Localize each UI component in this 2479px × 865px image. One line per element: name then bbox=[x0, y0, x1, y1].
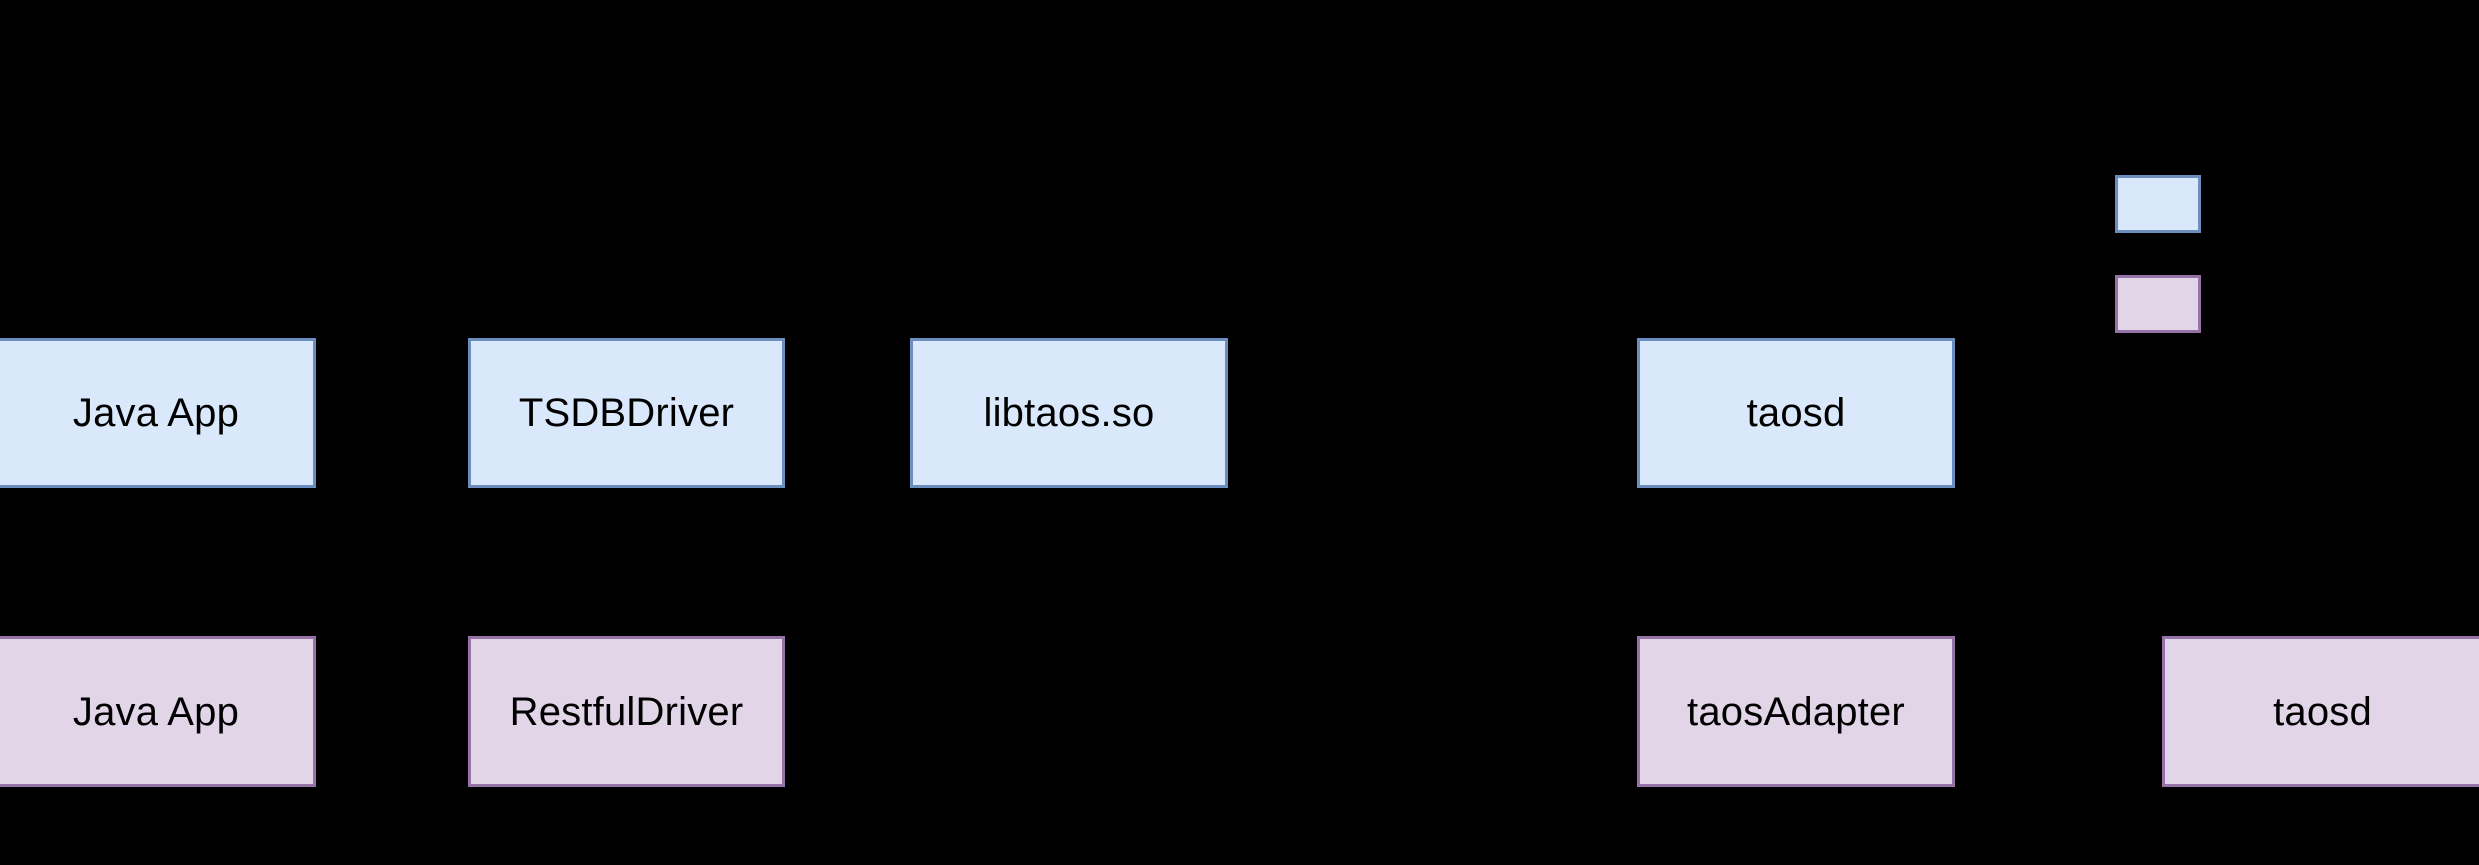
node-label-java-app-rest: Java App bbox=[72, 689, 240, 734]
edge-arrow-java-app-native-in bbox=[316, 406, 328, 420]
node-label-taosd-native: taosd bbox=[1746, 391, 1846, 435]
edge-java-app-native-to-tsdbdriver bbox=[316, 412, 468, 415]
node-tsdbdriver[interactable]: TSDBDriver bbox=[468, 338, 785, 488]
edge-arrow-tsdbdriver-out bbox=[785, 406, 797, 420]
node-java-app-rest[interactable]: Java App bbox=[0, 636, 316, 787]
edge-arrow-restfuldriver-out bbox=[785, 704, 797, 718]
node-label-taosadapter: taosAdapter bbox=[1687, 689, 1905, 734]
node-libtaos-so[interactable]: libtaos.so bbox=[910, 338, 1228, 488]
edge-arrow-tsdbdriver-in bbox=[456, 406, 468, 420]
node-taosadapter[interactable]: taosAdapter bbox=[1637, 636, 1955, 787]
edge-arrow-taosadapter-in bbox=[1625, 704, 1637, 718]
node-taosd-rest[interactable]: taosd bbox=[2162, 636, 2479, 787]
node-label-restfuldriver: RestfulDriver bbox=[509, 689, 744, 734]
edge-arrow-libtaos-so-out bbox=[1228, 406, 1240, 420]
edge-arrow-taosadapter-out bbox=[1955, 704, 1967, 718]
node-java-app-native[interactable]: Java App bbox=[0, 338, 316, 488]
edge-arrow-java-app-rest-in bbox=[316, 704, 328, 718]
node-label-java-app-native: Java App bbox=[72, 391, 240, 435]
node-label-taosd-rest: taosd bbox=[2273, 689, 2372, 734]
edge-arrow-restfuldriver-in bbox=[456, 704, 468, 718]
edge-taosadapter-to-taosd-rest bbox=[1955, 710, 2162, 713]
legend-swatch-rest bbox=[2115, 275, 2201, 333]
node-taosd-native[interactable]: taosd bbox=[1637, 338, 1955, 488]
edge-java-app-rest-to-restfuldriver bbox=[316, 710, 468, 713]
edge-arrow-taosd-native-in bbox=[1625, 406, 1637, 420]
edge-tsdbdriver-to-libtaos-so bbox=[785, 412, 910, 415]
legend-swatch-native bbox=[2115, 175, 2201, 233]
edge-libtaos-so-to-taosd-native bbox=[1228, 412, 1637, 415]
node-restfuldriver[interactable]: RestfulDriver bbox=[468, 636, 785, 787]
edge-arrow-taosd-rest-in bbox=[2150, 704, 2162, 718]
edge-restfuldriver-to-taosadapter bbox=[785, 710, 1637, 713]
node-label-tsdbdriver: TSDBDriver bbox=[518, 391, 735, 435]
node-label-libtaos-so: libtaos.so bbox=[983, 391, 1155, 435]
edge-arrow-libtaos-so-in bbox=[898, 406, 910, 420]
